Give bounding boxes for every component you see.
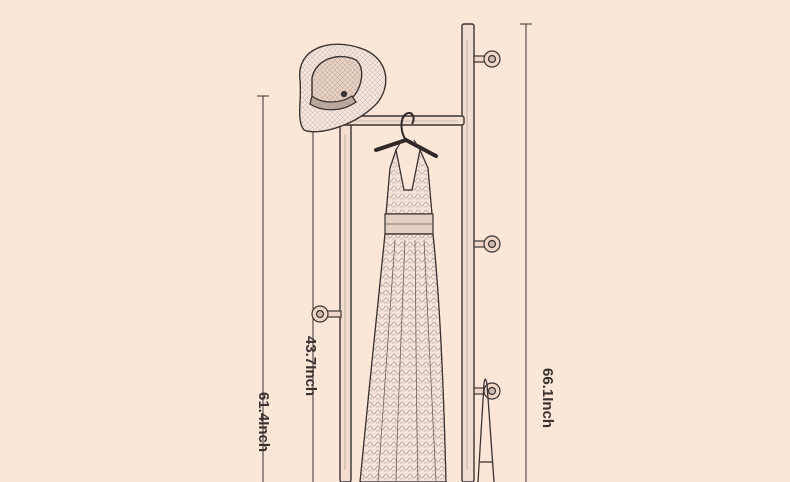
dimension-line-mid [307, 125, 319, 482]
handbag-strap [477, 378, 495, 482]
overall-height-label: 61.4Inch [255, 392, 272, 453]
hat [299, 43, 387, 133]
hook-top [473, 50, 501, 68]
rack-height-label: 66.1Inch [539, 368, 556, 429]
dimension-line-left [257, 95, 269, 482]
lower-hook-height-label: 43.7Inch [302, 336, 319, 397]
dress [359, 139, 447, 482]
hook-middle [473, 235, 501, 253]
hook-left [311, 305, 342, 323]
hanger [374, 112, 438, 158]
dimension-line-right [520, 23, 532, 482]
